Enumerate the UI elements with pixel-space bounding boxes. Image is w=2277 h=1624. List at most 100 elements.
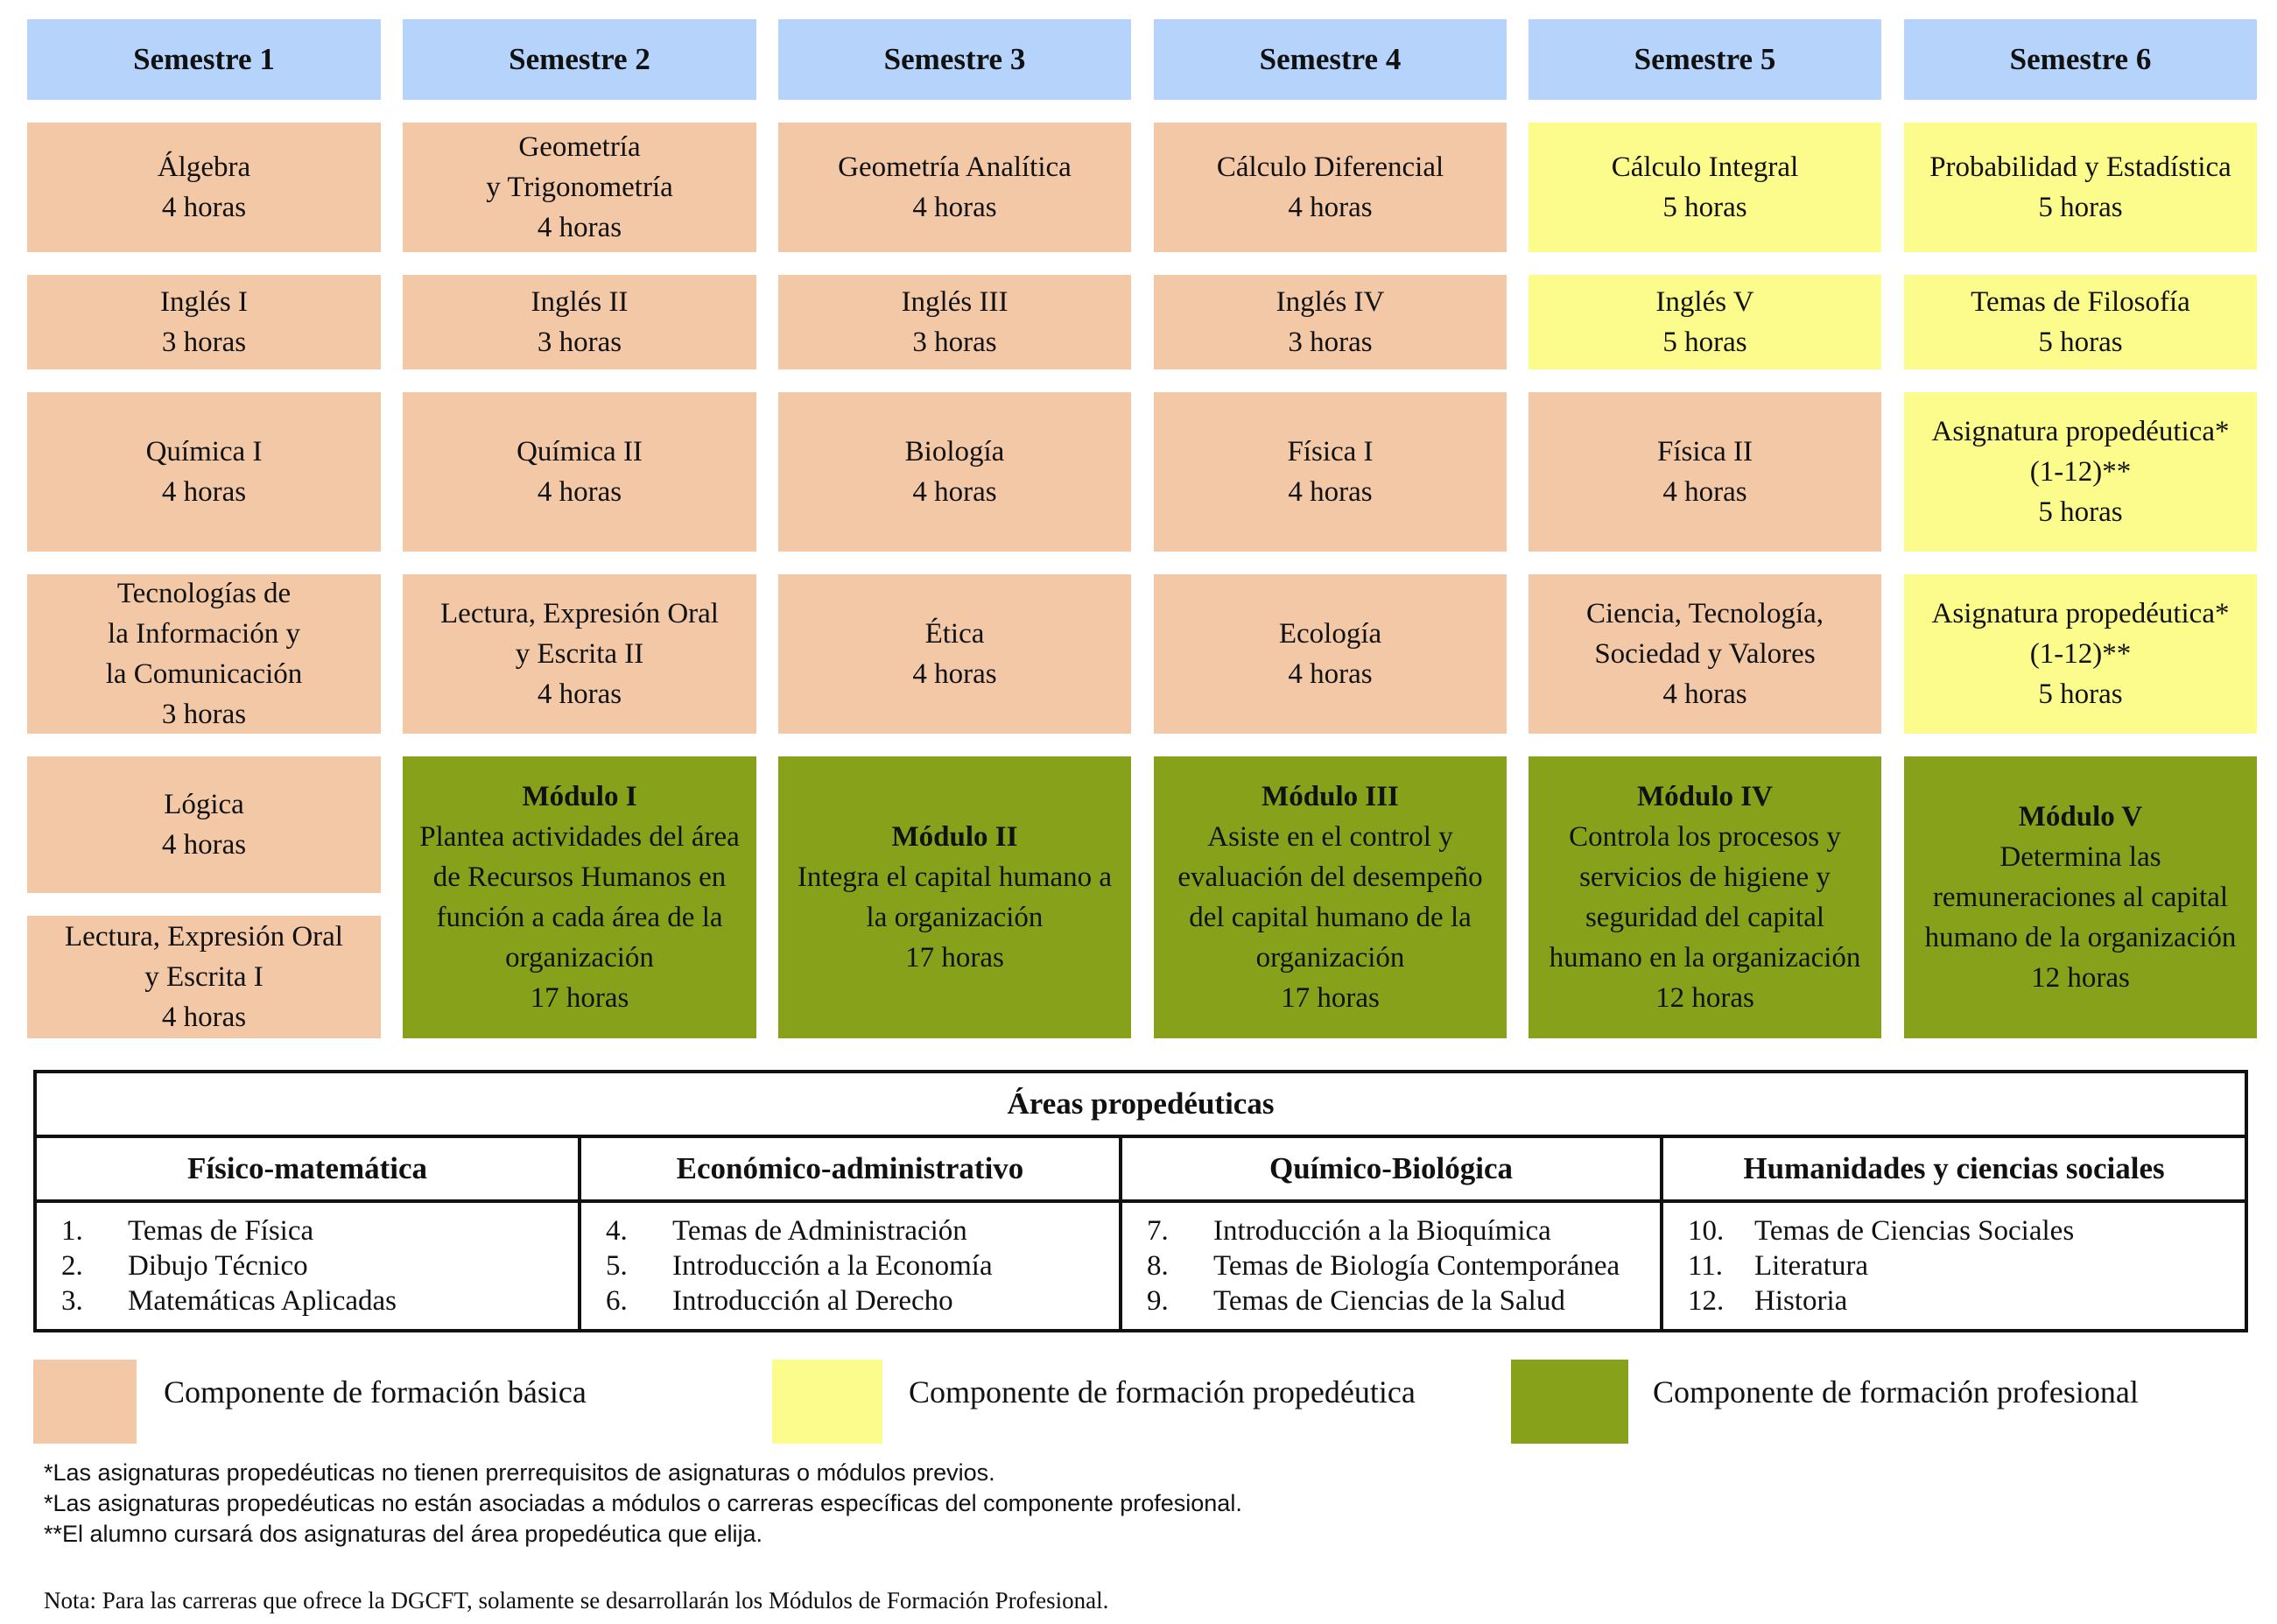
subject-hours: 4 horas: [161, 192, 247, 223]
subject-name: Ciencia, Tecnología,: [1585, 598, 1824, 629]
subject-name: Temas de Filosofía: [1971, 286, 2190, 318]
subject-name: Tecnologías de: [116, 578, 292, 609]
subject-cell: Geometría Analítica 4 horas: [778, 123, 1131, 252]
legend-label-propedeutica: Componente de formación propedéutica: [909, 1374, 1416, 1410]
module-description: Determina las: [1999, 841, 2161, 873]
module-description: de Recursos Humanos en: [432, 861, 727, 893]
item-number: 6.: [606, 1285, 628, 1317]
area-list: 10.Temas de Ciencias Sociales 11.Literat…: [1663, 1213, 2245, 1318]
module-description: Asiste en el control y: [1207, 821, 1453, 853]
subject-cell: Física I 4 horas: [1154, 392, 1507, 552]
subject-hours: 5 horas: [2038, 327, 2123, 358]
subject-name: la Información y: [108, 618, 300, 650]
subject-cell: Inglés V 5 horas: [1529, 275, 1881, 369]
subject-cell: Inglés IV 3 horas: [1154, 275, 1507, 369]
list-item: 8. Temas de Biología Contemporánea: [1147, 1248, 1660, 1283]
subject-cell: Inglés II 3 horas: [403, 275, 756, 369]
module-cell: Módulo V Determina las remuneraciones al…: [1904, 756, 2257, 1038]
subject-name: y Escrita I: [144, 961, 264, 993]
module-description: humano en la organización: [1549, 942, 1861, 974]
subject-name: Física I: [1287, 436, 1374, 468]
subject-name: Cálculo Diferencial: [1216, 151, 1444, 183]
subject-name: Inglés II: [531, 286, 629, 318]
list-item: 12.Historia: [1688, 1283, 2245, 1318]
subject-hours: 4 horas: [1288, 476, 1373, 508]
list-item: 7. Introducción a la Bioquímica: [1147, 1213, 1660, 1248]
areas-title: Áreas propedéuticas: [37, 1073, 2245, 1138]
area-name: Humanidades y ciencias sociales: [1663, 1138, 2245, 1203]
subject-name: (1-12)**: [2029, 456, 2132, 488]
note-line: *Las asignaturas propedéuticas no están …: [44, 1490, 1242, 1516]
subject-cell: Lectura, Expresión Oral y Escrita II 4 h…: [403, 574, 756, 734]
item-text: Introducción a la Economía: [672, 1250, 993, 1282]
module-title: Módulo I: [522, 781, 637, 812]
subject-cell: Ecología 4 horas: [1154, 574, 1507, 734]
item-number: 8.: [1147, 1250, 1169, 1282]
subject-name: Geometría: [518, 131, 641, 163]
subject-cell: Química II 4 horas: [403, 392, 756, 552]
area-list: 1.Temas de Física 2.Dibujo Técnico 3.Mat…: [37, 1213, 578, 1318]
item-number: 11.: [1688, 1250, 1724, 1282]
subject-name: Sociedad y Valores: [1594, 638, 1816, 670]
subject-cell: Geometría y Trigonometría 4 horas: [403, 123, 756, 252]
module-cell: Módulo I Plantea actividades del área de…: [403, 756, 756, 1038]
subject-hours: 5 horas: [1662, 327, 1747, 358]
area-column: Químico-Biológica 7.Introducción a la Bi…: [1119, 1138, 1660, 1332]
subject-hours: 4 horas: [161, 1002, 247, 1033]
subject-hours: 4 horas: [1662, 678, 1747, 710]
note-line: **El alumno cursará dos asignaturas del …: [44, 1521, 763, 1547]
module-hours: 17 horas: [1281, 982, 1380, 1014]
semester-header: Semestre 1: [27, 19, 381, 100]
item-number: 2.: [61, 1250, 83, 1282]
subject-hours: 5 horas: [1662, 192, 1747, 223]
item-number: 7.: [1147, 1215, 1169, 1247]
area-list: 4.Temas de Administración 5.Introducción…: [581, 1213, 1119, 1318]
legend-swatch-basica: [33, 1360, 137, 1444]
subject-name: Lectura, Expresión Oral: [440, 598, 719, 629]
subject-name: y Trigonometría: [486, 172, 673, 203]
semester-header: Semestre 3: [778, 19, 1131, 100]
legend-label-basica: Componente de formación básica: [164, 1374, 587, 1410]
item-text: Literatura: [1754, 1250, 1869, 1282]
module-description: la organización: [866, 902, 1044, 933]
item-text: Temas de Biología Contemporánea: [1213, 1250, 1620, 1282]
area-column: Humanidades y ciencias sociales 10.Temas…: [1660, 1138, 2245, 1332]
subject-name: Química I: [145, 436, 263, 468]
subject-cell: Física II 4 horas: [1529, 392, 1881, 552]
module-description: remuneraciones al capital: [1932, 882, 2229, 913]
item-number: 1.: [61, 1215, 83, 1247]
module-title: Módulo IV: [1637, 781, 1773, 812]
subject-name: Física II: [1656, 436, 1753, 468]
subject-name: Cálculo Integral: [1611, 151, 1799, 183]
subject-hours: 4 horas: [161, 476, 247, 508]
subject-name: Inglés V: [1655, 286, 1754, 318]
module-title: Módulo II: [891, 821, 1018, 853]
note-line: *Las asignaturas propedéuticas no tienen…: [44, 1459, 995, 1486]
item-number: 5.: [606, 1250, 628, 1282]
subject-name: (1-12)**: [2029, 638, 2132, 670]
subject-name: la Comunicación: [105, 658, 303, 690]
subject-name: Química II: [517, 436, 643, 468]
legend-swatch-propedeutica: [772, 1360, 882, 1444]
item-text: Matemáticas Aplicadas: [128, 1285, 397, 1317]
area-column: Físico-matemática 1.Temas de Física 2.Di…: [37, 1138, 578, 1332]
subject-cell: Asignatura propedéutica* (1-12)** 5 hora…: [1904, 392, 2257, 552]
module-cell: Módulo II Integra el capital humano a la…: [778, 756, 1131, 1038]
subject-hours: 4 horas: [912, 658, 997, 690]
subject-cell: Ciencia, Tecnología, Sociedad y Valores …: [1529, 574, 1881, 734]
subject-hours: 3 horas: [161, 327, 247, 358]
module-description: Controla los procesos y: [1569, 821, 1841, 853]
semester-header: Semestre 5: [1529, 19, 1881, 100]
item-text: Temas de Física: [128, 1215, 314, 1247]
subject-cell: Biología 4 horas: [778, 392, 1131, 552]
module-description: Plantea actividades del área: [419, 821, 740, 853]
subject-name: Asignatura propedéutica*: [1931, 416, 2230, 447]
item-text: Introducción a la Bioquímica: [1213, 1215, 1551, 1247]
subject-hours: 4 horas: [161, 829, 247, 861]
item-number: 3.: [61, 1285, 83, 1317]
legend-swatch-profesional: [1511, 1360, 1628, 1444]
module-description: organización: [1255, 942, 1405, 974]
subject-cell: Ética 4 horas: [778, 574, 1131, 734]
item-text: Temas de Ciencias de la Salud: [1213, 1285, 1565, 1317]
module-hours: 12 horas: [2031, 962, 2130, 994]
